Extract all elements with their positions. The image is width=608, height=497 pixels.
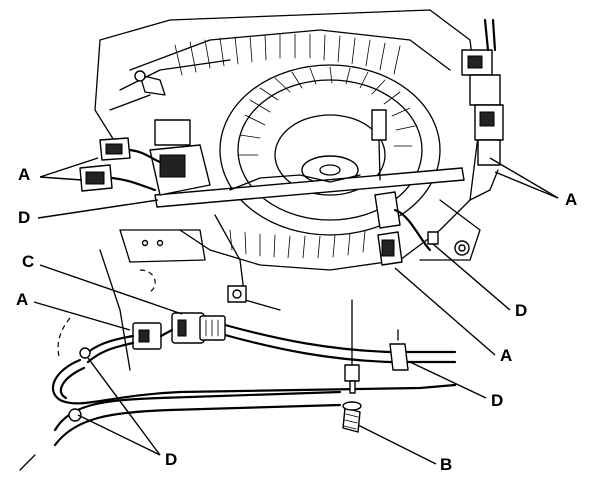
callout-c-left: C [22,252,34,271]
callout-a-left-lower: A [16,290,28,309]
leader-lines [33,157,559,465]
callout-d-left-upper: D [18,208,30,227]
callout-d-right-middle: D [515,301,527,320]
callout-a-right-lower: A [500,346,512,365]
callout-a-left-upper: A [18,165,30,184]
callout-d-right-lower: D [491,391,503,410]
callout-b-bottom: B [440,455,452,474]
bolt-fastener [342,299,362,433]
connector-stack-right [461,18,504,201]
callout-d-bottom-left: D [165,450,177,469]
callout-a-right-upper: A [565,190,577,209]
blower-housing [94,9,481,371]
support-rod [154,167,465,208]
connector-cluster-left [79,119,211,196]
connector-center-right [371,109,481,266]
blower-wheel [219,64,441,236]
wiring-harness [19,269,457,471]
